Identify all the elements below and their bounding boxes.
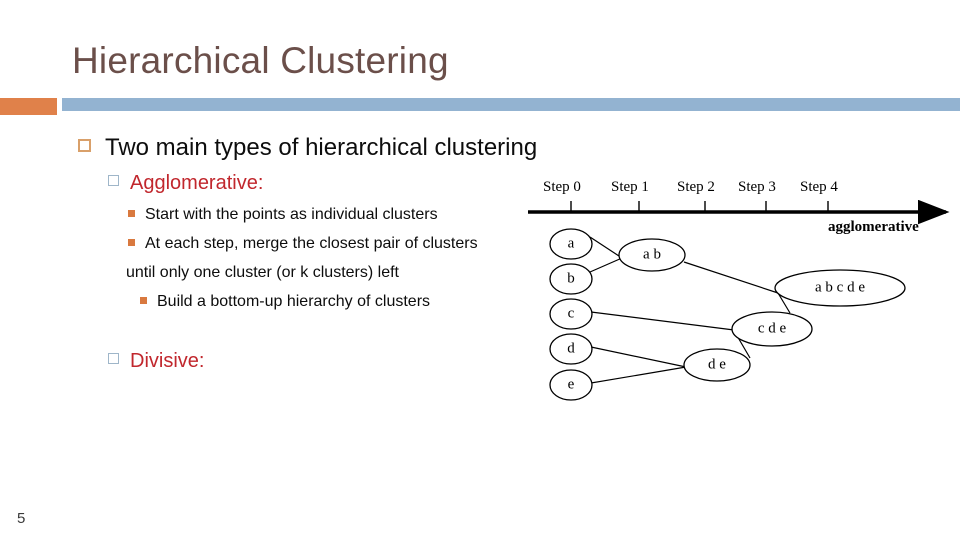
direction-label: agglomerative [828,219,919,235]
cluster-label-abcde: a b c d e [815,279,865,296]
timeline-step-label: Step 2 [677,179,715,195]
page-title: Hierarchical Clustering [72,40,449,81]
cluster-label-b: b [567,270,575,287]
edge-de-cde [735,333,751,359]
timeline-ticks [570,201,829,212]
square-bullet-icon [108,175,119,186]
bullet-divisive: Divisive: [108,350,204,373]
edge-cde-abcde [777,292,791,314]
cluster-label-c: c [567,305,575,322]
edge-a-ab [589,236,623,259]
bullet-level1: Two main types of hierarchical clusterin… [78,134,537,162]
cluster-label-a: a [567,235,575,252]
list-item: Start with the points as individual clus… [128,206,438,224]
cluster-label-de: d e [708,356,726,373]
timeline-step-label: Step 3 [738,179,776,195]
timeline-step-label: Step 1 [611,179,649,195]
cluster-label-d: d [567,340,575,357]
bullet-level1-label: Two main types of hierarchical clusterin… [105,134,538,161]
bullet-agglomerative: Agglomerative: [108,172,263,195]
list-item-label: At each step, merge the closest pair of … [145,235,478,252]
square-bullet-icon [108,353,119,364]
square-bullet-icon [128,239,135,246]
dendrogram-nodes [549,228,906,401]
cluster-label-cde: c d e [757,320,787,337]
accent-bar-orange [0,98,57,115]
list-item-continuation: until only one cluster (or k clusters) l… [126,264,399,281]
list-item-label: Start with the points as individual clus… [145,206,438,223]
edge-b-ab [589,257,623,273]
agglomerative-label: Agglomerative: [130,172,264,194]
edge-c-cde [590,311,735,331]
page-number: 5 [17,510,26,527]
divisive-label: Divisive: [130,350,205,372]
edge-d-de [590,346,687,368]
cluster-label-e: e [567,376,575,393]
edge-ab-abcde [683,261,779,294]
list-item: Build a bottom-up hierarchy of clusters [140,293,430,311]
accent-bar-blue [62,98,960,111]
square-bullet-icon [128,210,135,217]
square-bullet-icon [78,139,91,152]
timeline-step-label: Step 0 [543,179,581,195]
edge-e-de [590,366,687,384]
dendrogram-edges [589,236,791,384]
list-item: At each step, merge the closest pair of … [128,235,478,253]
timeline-step-label: Step 4 [800,179,838,195]
list-item-label: Build a bottom-up hierarchy of clusters [157,293,431,310]
cluster-label-ab: a b [643,246,661,263]
square-bullet-icon [140,297,147,304]
